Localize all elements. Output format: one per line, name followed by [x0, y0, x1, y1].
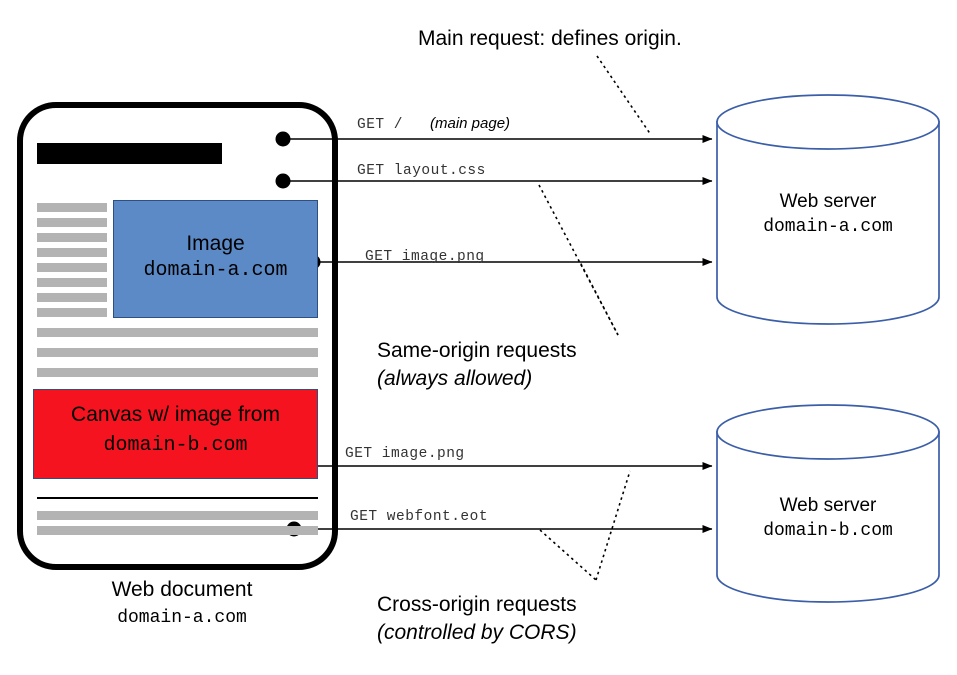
doc-text-line [37, 263, 107, 272]
doc-title-bar [37, 143, 222, 164]
doc-text-line [37, 218, 107, 227]
doc-image-label-domain: domain-a.com [143, 259, 288, 282]
leader-same-origin [538, 184, 619, 336]
leader-main-request [596, 55, 652, 136]
server-b-label-title: Web server [779, 495, 877, 516]
doc-text-line [37, 368, 318, 377]
doc-text-line [37, 348, 318, 357]
leader-cross-origin [539, 529, 597, 581]
web-document-caption-title: Web document [111, 578, 253, 601]
doc-image-label-title: Image [186, 232, 245, 255]
origin-dot-main [275, 131, 291, 147]
doc-canvas-block: Canvas w/ image from domain-b.com [33, 389, 318, 479]
request-label-main-note: (main page) [430, 115, 511, 132]
doc-text-line [37, 278, 107, 287]
cross-origin-annotation-title: Cross-origin requests [377, 593, 577, 616]
doc-text-line [37, 233, 107, 242]
same-origin-annotation-title: Same-origin requests [377, 339, 577, 362]
web-document-caption-domain: domain-a.com [117, 608, 247, 628]
request-label-webfont: GET webfont.eot [350, 509, 489, 525]
doc-text-line [37, 328, 318, 337]
doc-text-line [37, 293, 107, 302]
doc-text-line [37, 511, 318, 520]
doc-divider-rule [37, 497, 318, 499]
doc-text-line [37, 248, 107, 257]
server-a-cylinder [716, 94, 940, 325]
request-label-image-b: GET image.png [345, 446, 465, 462]
leader-lines [538, 55, 652, 581]
doc-text-line [37, 526, 318, 535]
doc-text-line [37, 203, 107, 212]
leader-same-origin-2 [579, 261, 619, 336]
doc-canvas-label-domain: domain-b.com [103, 434, 248, 457]
same-origin-annotation-note: (always allowed) [377, 367, 533, 390]
request-label-image-a: GET image.png [365, 249, 485, 265]
doc-image-block: Image domain-a.com [113, 200, 318, 318]
server-b-label-domain: domain-b.com [763, 521, 893, 541]
server-a-label-title: Web server [779, 191, 877, 212]
origin-dot-css [275, 173, 291, 189]
request-arrows-cross-origin [292, 462, 713, 533]
server-a-label-domain: domain-a.com [763, 217, 893, 237]
request-arrows-same-origin [283, 135, 713, 266]
leader-cross-origin-2 [595, 470, 631, 581]
request-label-layout-css: GET layout.css [357, 163, 486, 179]
server-b-cylinder [716, 404, 940, 603]
main-request-note: Main request: defines origin. [418, 27, 682, 50]
cross-origin-annotation-note: (controlled by CORS) [377, 621, 577, 644]
doc-canvas-label-title: Canvas w/ image from [71, 403, 280, 426]
doc-text-line [37, 308, 107, 317]
request-label-main: GET / [357, 117, 404, 133]
